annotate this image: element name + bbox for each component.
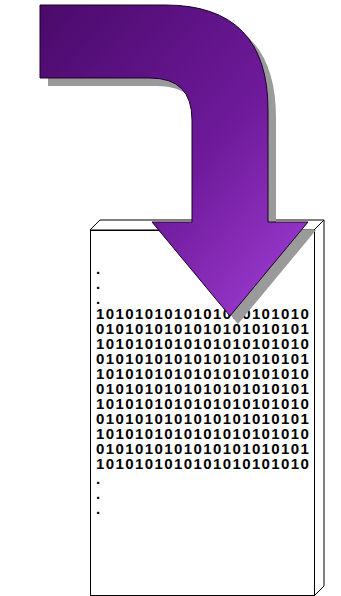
binary-row: 0101010101010101010101 <box>96 411 314 426</box>
binary-row: 1010101010101010101010 <box>96 456 314 471</box>
ellipsis-dot: . <box>96 291 314 306</box>
binary-row: 0101010101010101010101 <box>96 381 314 396</box>
binary-row: 1010101010101010101010 <box>96 366 314 381</box>
binary-row: 0101010101010101010101 <box>96 321 314 336</box>
ellipsis-dot: . <box>96 471 314 486</box>
binary-row: 0101010101010101010101 <box>96 441 314 456</box>
binary-row: 1010101010101010101010 <box>96 306 314 321</box>
ellipsis-dot: . <box>96 261 314 276</box>
arrow-shadow <box>48 13 316 324</box>
page-top-face <box>90 220 324 230</box>
binary-row: 1010101010101010101010 <box>96 396 314 411</box>
page-side-face <box>314 220 324 596</box>
binary-row: 1010101010101010101010 <box>96 426 314 441</box>
document-page: ...1010101010101010101010010101010101010… <box>90 230 315 596</box>
ellipsis-dot: . <box>96 501 314 516</box>
purple-arrow <box>40 5 308 316</box>
binary-row: 0101010101010101010101 <box>96 351 314 366</box>
ellipsis-dot: . <box>96 276 314 291</box>
binary-row: 1010101010101010101010 <box>96 336 314 351</box>
ellipsis-dot: . <box>96 486 314 501</box>
